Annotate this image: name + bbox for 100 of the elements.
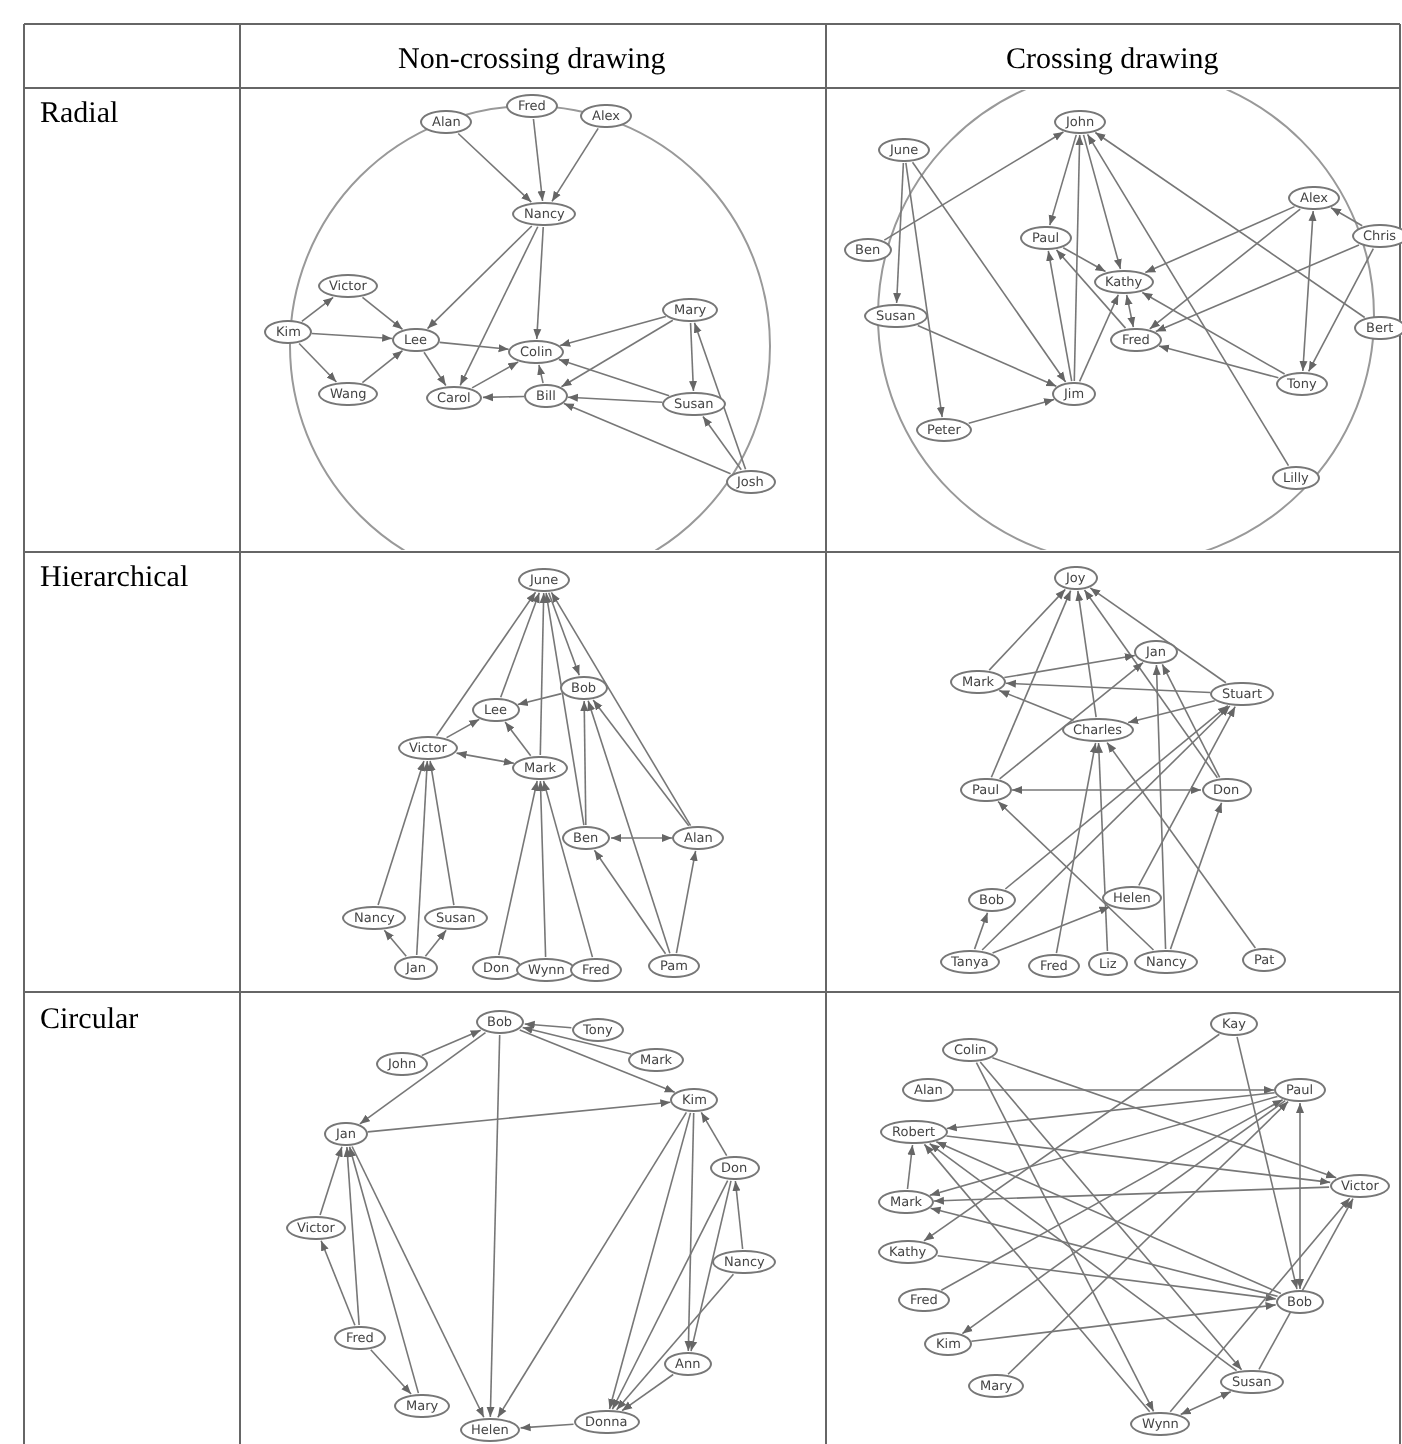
arrow [935,1141,1282,1295]
arrow [320,1240,356,1327]
arrow [498,780,539,956]
arrow [523,1020,573,1029]
arrow [415,760,431,956]
arrow [519,1029,676,1094]
arrow [700,1111,728,1157]
arrow [973,912,989,950]
arrow [1330,207,1363,227]
arrow [940,1098,1284,1292]
arrow [426,225,533,330]
arrow [459,225,539,387]
arrow [991,1057,1337,1179]
arrow [519,1423,575,1432]
arrow [504,721,532,757]
arrow [423,351,447,387]
arrow [359,1031,487,1125]
arrow [610,834,673,842]
arrow [945,1091,1276,1132]
arrow [445,718,481,739]
arrow [1144,205,1296,274]
arrow [482,393,525,402]
arrow [348,1146,420,1394]
arrow [1127,700,1216,724]
arrow [311,332,393,342]
arrow [675,850,698,954]
arrow [517,692,563,706]
arrow [970,1302,1277,1342]
arrow [580,700,589,826]
arrow [1155,244,1360,333]
arrow [981,705,1231,951]
row-header: Circular [40,1003,139,1037]
arrow [427,760,455,906]
arrow [547,592,581,677]
arrow [536,780,547,958]
arrow [997,800,1155,951]
arrow [702,415,743,471]
arrow [1082,134,1122,270]
arrow [998,689,1075,722]
arrow [689,322,697,392]
arrow [542,780,594,958]
arrow [366,1099,672,1133]
arrow [998,661,1144,780]
arrow [533,226,545,340]
arrow [689,1180,732,1352]
arrow [1003,653,1136,679]
row-header: Radial [40,97,119,131]
arrow [370,1349,412,1395]
arrow [953,1086,1275,1094]
arrow [560,319,674,388]
arrow [1062,246,1107,273]
arrow [615,1273,735,1411]
arrow [1083,589,1219,779]
row-header: Hierarchical [40,561,189,595]
arrow [621,1373,674,1412]
arrow [532,118,546,202]
arrow [1004,704,1229,890]
arrow [1086,133,1290,467]
arrow [471,361,519,389]
arrow [883,131,1065,241]
column-header: Crossing drawing [1006,43,1219,77]
arrow [567,393,664,404]
arrow [611,1179,729,1411]
arrow [975,1061,1155,1413]
arrow [967,398,1055,424]
arrow [377,760,425,906]
arrow [693,322,747,470]
arrow [1106,741,1257,949]
arrow [1007,1100,1289,1376]
arrow [1307,247,1375,373]
arrow [424,929,447,958]
arrow [361,296,404,331]
arrow [438,341,510,353]
arrow [1075,590,1097,718]
arrow [420,1029,482,1057]
arrow [961,1099,1286,1335]
arrow [1048,134,1078,226]
arrow [1055,249,1127,329]
arrow [608,1112,692,1410]
arrow [1179,1390,1232,1416]
arrow [587,700,671,954]
arrow [684,1112,695,1352]
arrow [1158,344,1280,379]
arrow [1299,210,1317,372]
arrow [551,127,599,203]
arrow [923,1033,1221,1242]
arrow [496,1111,688,1419]
arrow [455,750,515,766]
arrow [1073,134,1084,382]
arrow [361,349,404,384]
arrow [1236,1036,1299,1290]
arrow [906,1144,916,1190]
arrow [1011,786,1202,794]
arrow [298,342,338,383]
arrow [559,315,667,347]
arrow [979,1061,1243,1371]
arrow [1124,294,1136,328]
arrow [1094,131,1366,319]
arrow [1055,742,1098,954]
arrow [911,161,1067,383]
